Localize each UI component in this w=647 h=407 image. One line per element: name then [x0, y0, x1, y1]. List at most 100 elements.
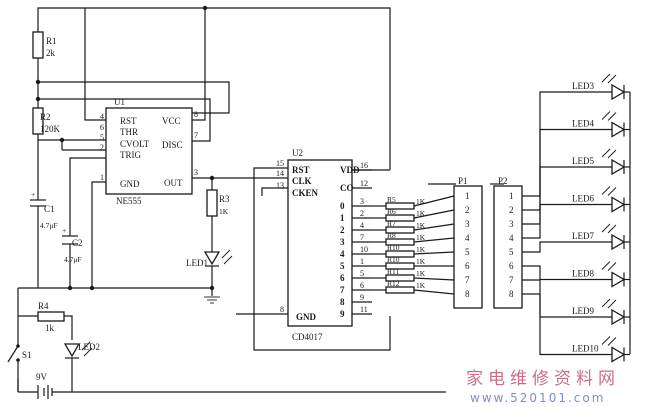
u2-part: CD4017	[292, 332, 323, 342]
led-wire	[522, 265, 612, 281]
svg-text:+: +	[62, 226, 66, 235]
array-resistor-ref: R10	[387, 255, 400, 264]
r3-value: 1K	[219, 207, 229, 216]
c1-value: 4.7μF	[40, 221, 58, 230]
array-lead-out	[413, 223, 455, 231]
u2-pin-num: 1	[360, 257, 364, 266]
array-resistor-ref: R8	[387, 231, 396, 240]
led-wire	[522, 128, 612, 211]
switch-s1: S1	[7, 344, 32, 363]
u1-pin-name: DISC	[162, 140, 183, 150]
p1-ref: P1	[458, 176, 468, 186]
array-lead-out	[413, 289, 455, 295]
u1-pin-name: GND	[120, 179, 140, 189]
u2-pin-num: 9	[360, 293, 364, 302]
connector-pin-label: 3	[509, 219, 514, 229]
connector-pin-label: 5	[465, 247, 470, 257]
led-body	[611, 308, 626, 326]
array-resistor-ref: R10	[387, 243, 400, 252]
array-lead-out	[413, 195, 455, 207]
r1-ref: R1	[46, 36, 57, 46]
r1-value: 2k	[46, 48, 56, 58]
u2-pin-name: CO	[340, 183, 354, 193]
p2-ref: P2	[498, 176, 508, 186]
watermark-cn: 家电维修资料网	[466, 369, 620, 389]
u1-pin-name: VCC	[162, 116, 181, 126]
connector-pin-label: 4	[465, 233, 470, 243]
led-ray	[607, 337, 617, 346]
u2-pin-name: VDD	[340, 165, 360, 175]
connector-pin-label: 6	[509, 261, 514, 271]
connector-pin-label: 1	[465, 191, 470, 201]
led-chain-ref: LED7	[572, 231, 594, 241]
u2-pin-name: 7	[340, 285, 345, 295]
u2-pin-num: 11	[360, 305, 368, 314]
array-resistor-value: 1K	[416, 257, 426, 266]
led-body	[611, 158, 626, 176]
u1-pin-name: THR	[120, 127, 138, 137]
ne555-chip: U1 NE555 4 RST 6 THR 5 CVOLT 2 TRIG 1 GN…	[100, 97, 198, 206]
array-resistor-value: 1K	[416, 233, 426, 242]
led-body	[611, 121, 626, 138]
u1-pin-num: 6	[100, 123, 104, 132]
array-resistor-value: 1K	[416, 281, 426, 290]
u2-pin-num: 13	[276, 181, 284, 190]
u2-pin-name: 1	[340, 213, 345, 223]
u1-part: NE555	[116, 196, 142, 206]
u2-pin-name: 5	[340, 261, 345, 271]
wiring	[17, 7, 631, 393]
u1-pin-num: 5	[100, 133, 104, 142]
u2-pin-name: 8	[340, 297, 345, 307]
u2-pin-num: 14	[276, 169, 284, 178]
array-resistor-ref: R12	[387, 279, 400, 288]
connector-pin-label: 2	[509, 205, 514, 215]
c1-ref: C1	[44, 204, 55, 214]
led-ray	[601, 223, 611, 233]
r4-ref: R4	[38, 301, 49, 311]
led-ray	[601, 186, 611, 195]
array-lead-out	[413, 251, 455, 255]
led-body	[611, 83, 626, 101]
array-lead-out	[413, 209, 455, 219]
u2-pin-name: 0	[340, 201, 345, 211]
junction-dots	[35, 5, 215, 291]
u2-pin-name: CLK	[292, 176, 312, 186]
array-lead-out	[413, 237, 455, 243]
u2-pin-num: 16	[360, 161, 368, 170]
u1-pin-name: CVOLT	[120, 139, 150, 149]
array-resistor-value: 1K	[416, 197, 426, 206]
led-ray	[607, 299, 617, 309]
led-chain-ref: LED4	[572, 119, 594, 129]
c2-ref: C2	[72, 238, 83, 248]
led-chain-ref: LED3	[572, 81, 594, 91]
u1-pin-num: 2	[100, 143, 104, 152]
u2-pin-name: 9	[340, 309, 345, 319]
s1-ref: S1	[22, 350, 32, 360]
u2-pin-name: 3	[340, 237, 345, 247]
u2-pin-num: 12	[360, 179, 368, 188]
u2-pin-name: RST	[292, 165, 310, 175]
u1-pin-name: TRIG	[120, 150, 141, 160]
led-ray	[601, 336, 611, 345]
u2-pin-num: 2	[360, 209, 364, 218]
connector-pin-label: 7	[509, 275, 514, 285]
watermark: 家电维修资料网 www.520101.com	[466, 369, 620, 405]
connector-pin-label: 1	[509, 191, 514, 201]
r2-ref: R2	[40, 112, 51, 122]
u2-pin-num: 15	[276, 159, 284, 168]
array-resistor-value: 1K	[416, 209, 426, 218]
led-ray	[607, 74, 617, 84]
u2-pin-name: 6	[340, 273, 345, 283]
u1-pin-num: 7	[194, 131, 198, 140]
u2-pin-name: 2	[340, 225, 345, 235]
led-chain-ref: LED5	[572, 156, 594, 166]
connector-pin-label: 2	[465, 205, 470, 215]
led-body	[611, 271, 626, 288]
svg-text:+: +	[31, 190, 35, 199]
led-ray	[607, 262, 617, 271]
resistor-r3: R3 1K	[206, 189, 230, 217]
array-resistor-value: 1K	[416, 269, 426, 278]
